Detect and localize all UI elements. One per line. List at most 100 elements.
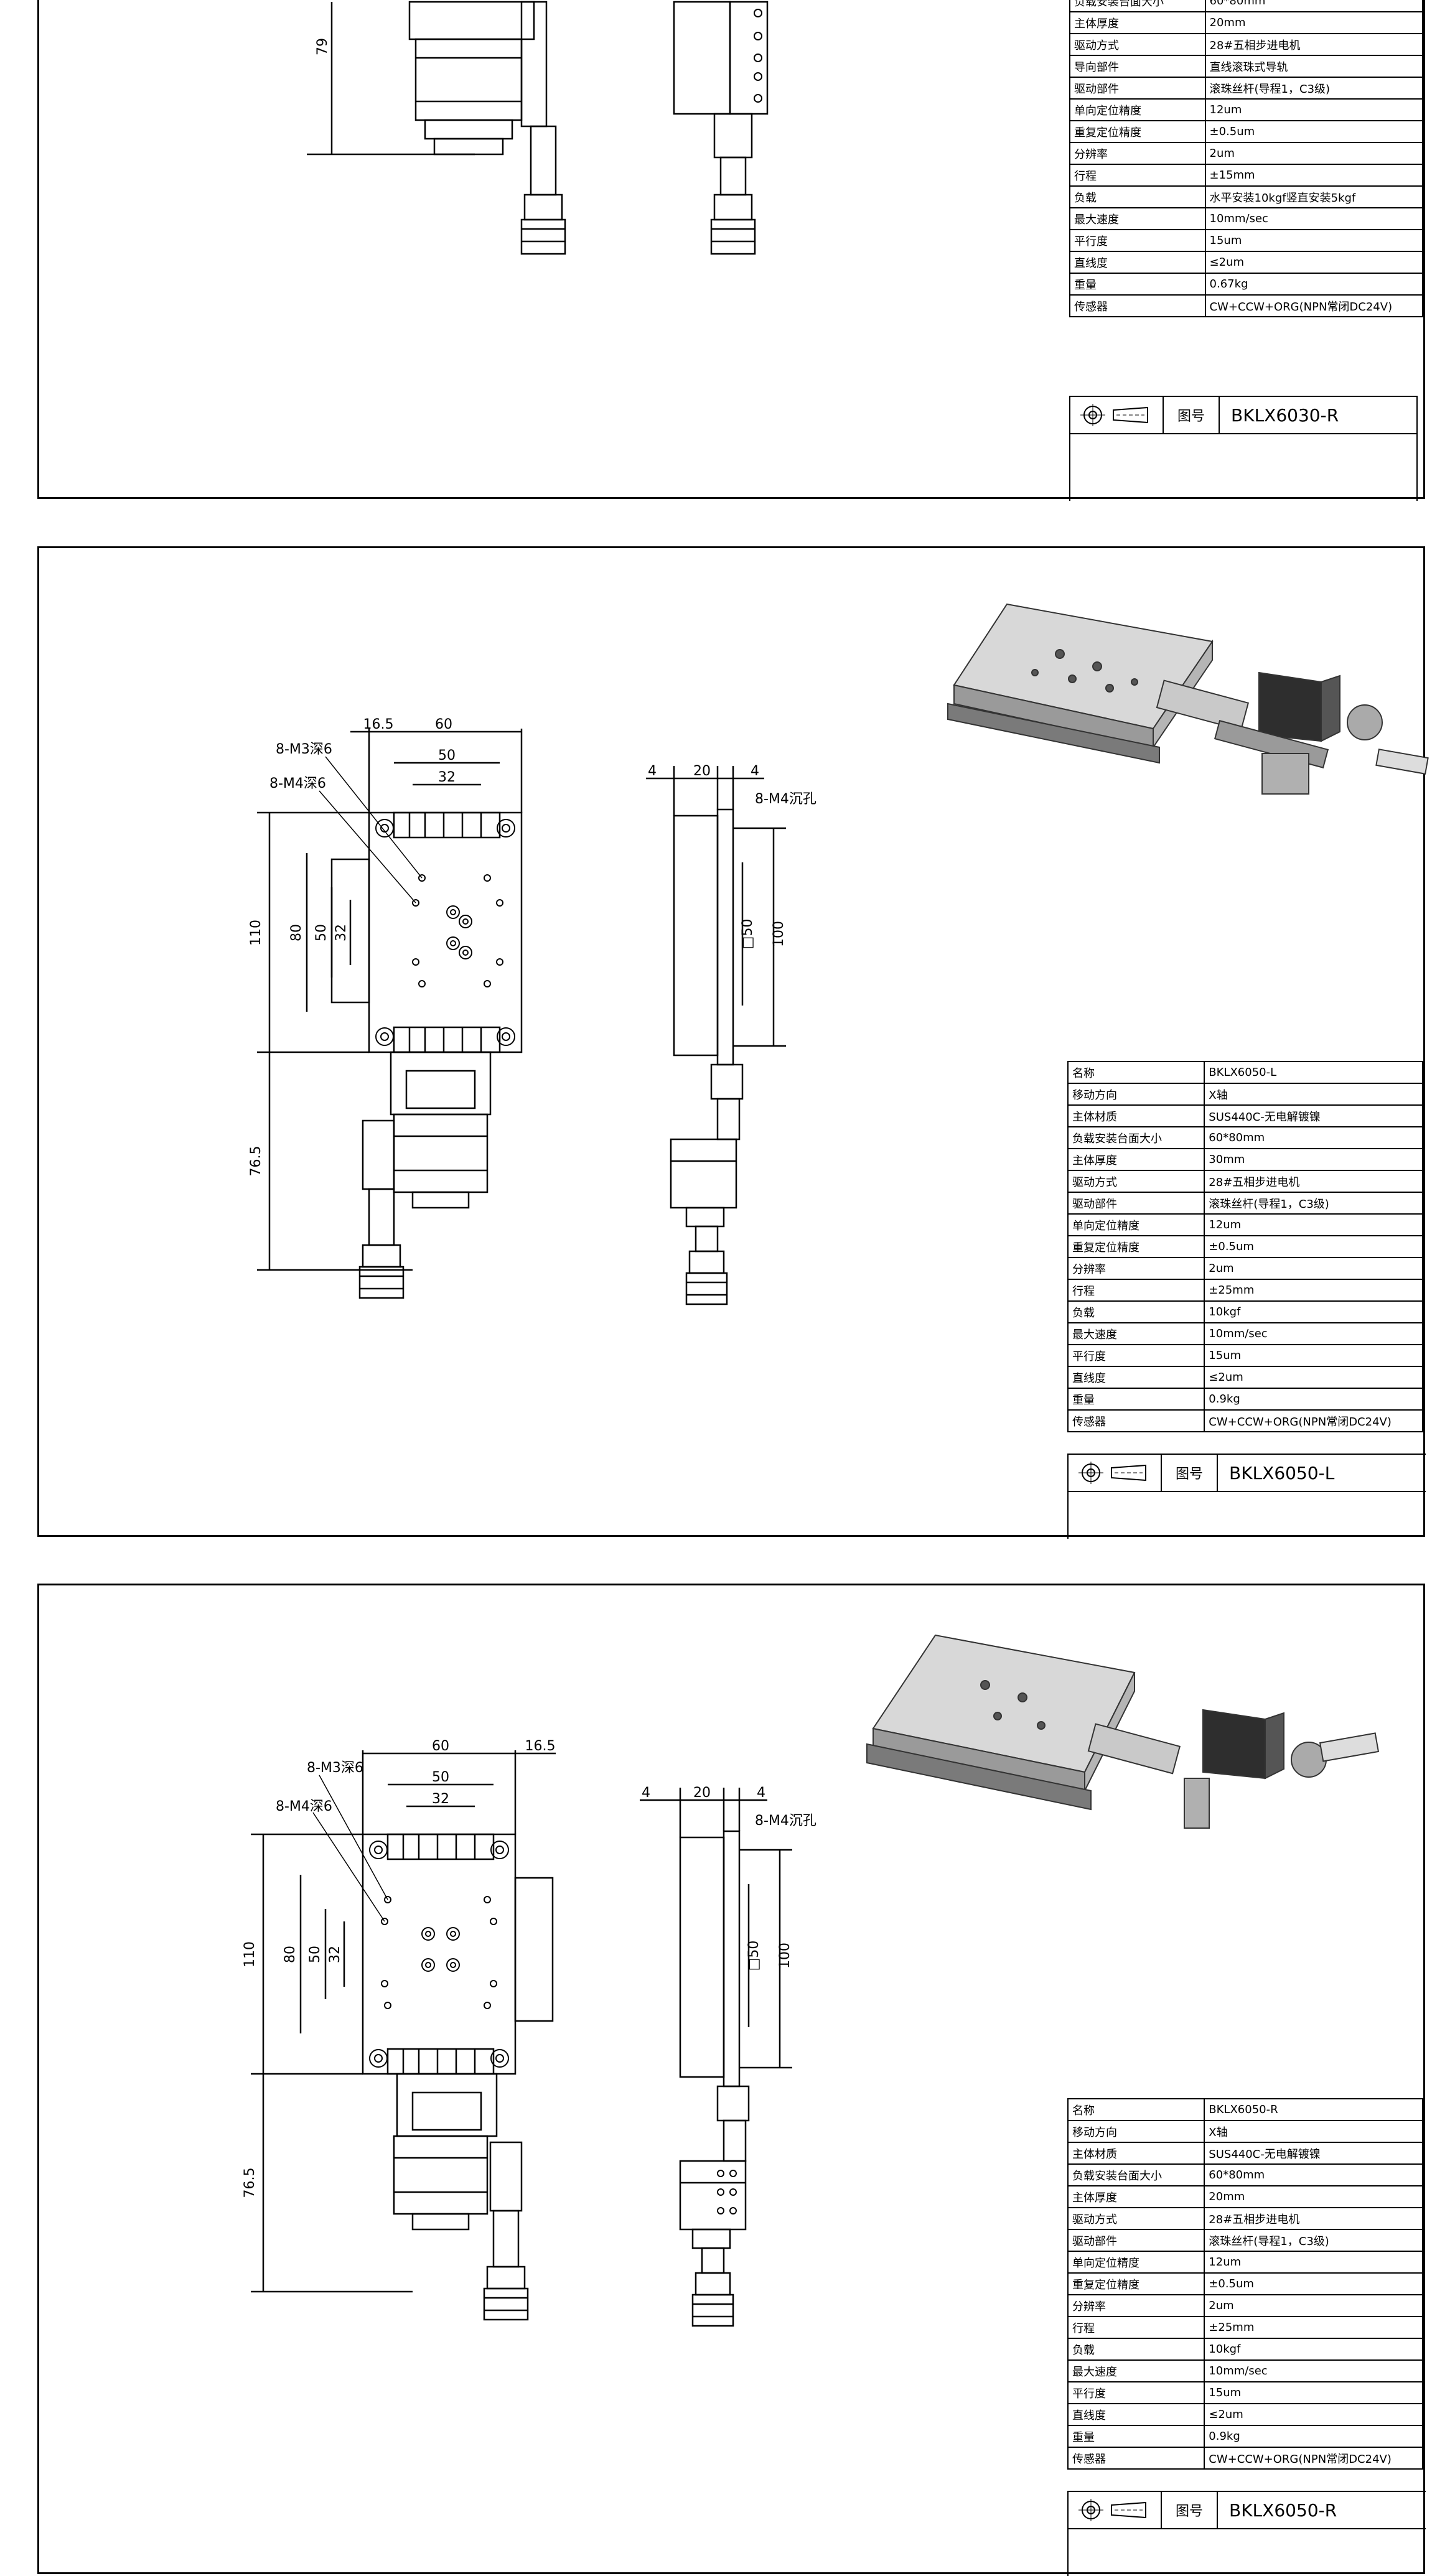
spec-row: 负载水平安装10kgf竖直安装5kgf <box>1069 185 1424 208</box>
spec-key: 移动方向 <box>1067 1083 1205 1106</box>
spec-key: 重量 <box>1067 2425 1205 2448</box>
sheet-3-views: 60 16.5 50 32 8-M3深6 8-M4深6 110 80 50 32… <box>242 1634 1380 2327</box>
projection-symbol-icon <box>1069 2492 1162 2528</box>
dim-110: 110 <box>242 1941 258 1967</box>
label-m3-holes: 8-M3深6 <box>276 742 332 757</box>
spec-value: ±25mm <box>1204 1279 1423 1302</box>
spec-key: 重复定位精度 <box>1067 1235 1205 1258</box>
spec-value: 20mm <box>1204 11 1424 34</box>
spec-key: 传感器 <box>1067 1409 1205 1432</box>
spec-key: 主体材质 <box>1067 1104 1205 1127</box>
spec-key: 负载 <box>1069 185 1206 208</box>
spec-key: 最大速度 <box>1067 2359 1205 2382</box>
spec-key: 主体厚度 <box>1067 1148 1205 1171</box>
spec-row: 重复定位精度±0.5um <box>1067 1235 1423 1258</box>
spec-key: 直线度 <box>1067 1366 1205 1389</box>
spec-key: 单向定位精度 <box>1067 2251 1205 2274</box>
spec-key: 移动方向 <box>1067 2120 1205 2143</box>
spec-value: 10kgf <box>1204 2338 1423 2361</box>
dim-79: 79 <box>315 38 330 55</box>
dim-32: 32 <box>432 1791 449 1807</box>
spec-key: 负载安装台面大小 <box>1067 2163 1205 2186</box>
spec-key: 单向定位精度 <box>1067 1213 1205 1236</box>
spec-value: BKLX6050-R <box>1204 2098 1423 2121</box>
spec-value: X轴 <box>1204 2120 1423 2143</box>
label-m4-counterbore: 8-M4沉孔 <box>755 791 816 807</box>
dim-32-v: 32 <box>327 1946 343 1963</box>
spec-value: 0.9kg <box>1204 2425 1423 2448</box>
dim-76-5: 76.5 <box>248 1146 264 1177</box>
spec-value: 10mm/sec <box>1204 1322 1423 1345</box>
spec-value: 10mm/sec <box>1204 207 1424 230</box>
spec-key: 驱动部件 <box>1067 2229 1205 2252</box>
spec-value: ±0.5um <box>1204 2272 1423 2295</box>
spec-key: 直线度 <box>1067 2403 1205 2426</box>
spec-key: 平行度 <box>1067 1344 1205 1367</box>
projection-symbol-icon <box>1070 397 1164 433</box>
dim-32: 32 <box>438 770 456 785</box>
spec-value: 20mm <box>1204 2185 1423 2208</box>
spec-value: SUS440C-无电解镀镍 <box>1204 2142 1423 2165</box>
spec-row: 重复定位精度±0.5um <box>1067 2272 1423 2295</box>
spec-value: 60*80mm <box>1204 1126 1423 1149</box>
spec-key: 重复定位精度 <box>1069 120 1206 143</box>
sheet-1-views: 79 <box>307 1 769 255</box>
spec-value: 60*80mm <box>1204 2163 1423 2186</box>
spec-key: 单向定位精度 <box>1069 98 1206 121</box>
dim-80: 80 <box>289 924 304 941</box>
spec-value: 2um <box>1204 2294 1423 2317</box>
dim-50: 50 <box>438 748 456 763</box>
spec-value: 滚珠丝杆(导程1，C3级) <box>1204 77 1424 100</box>
spec-value: ±0.5um <box>1204 1235 1423 1258</box>
dim-50-v: 50 <box>307 1946 323 1963</box>
spec-value: CW+CCW+ORG(NPN常闭DC24V) <box>1204 294 1424 317</box>
dim-16-5: 16.5 <box>363 717 394 732</box>
drawing-number-label: 图号 <box>1164 397 1220 433</box>
drawing-number: BKLX6030-R <box>1231 404 1339 426</box>
spec-key: 重复定位精度 <box>1067 2272 1205 2295</box>
spec-key: 导向部件 <box>1069 55 1206 78</box>
spec-key: 驱动部件 <box>1067 1192 1205 1215</box>
spec-row: 驱动部件滚珠丝杆(导程1，C3级) <box>1067 2229 1423 2252</box>
spec-value: 10mm/sec <box>1204 2359 1423 2382</box>
projection-symbol-icon <box>1069 1455 1162 1491</box>
spec-key: 驱动方式 <box>1067 2207 1205 2230</box>
spec-row: 行程±15mm <box>1069 164 1424 187</box>
spec-value: 60*80mm <box>1204 0 1424 12</box>
dim-76-5: 76.5 <box>242 2168 258 2198</box>
dim-20: 20 <box>693 763 711 779</box>
spec-row: 直线度≤2um <box>1069 251 1424 274</box>
spec-row: 行程±25mm <box>1067 2316 1423 2339</box>
spec-key: 重量 <box>1067 1388 1205 1411</box>
spec-key: 负载 <box>1067 1300 1205 1323</box>
spec-key: 平行度 <box>1067 2381 1205 2404</box>
spec-key: 名称 <box>1067 2098 1205 2121</box>
spec-value: 12um <box>1204 1213 1423 1236</box>
sheet-2-views: 16.5 60 50 32 8-M3深6 8-M4深6 110 80 50 32… <box>248 603 1429 1305</box>
spec-value: 12um <box>1204 98 1424 121</box>
spec-value: CW+CCW+ORG(NPN常闭DC24V) <box>1204 2447 1423 2470</box>
dim-60: 60 <box>432 1738 449 1754</box>
spec-value: 直线滚珠式导轨 <box>1204 55 1424 78</box>
spec-row: 行程±25mm <box>1067 1279 1423 1302</box>
dim-50-v: 50 <box>314 924 329 941</box>
dim-110: 110 <box>248 920 264 946</box>
